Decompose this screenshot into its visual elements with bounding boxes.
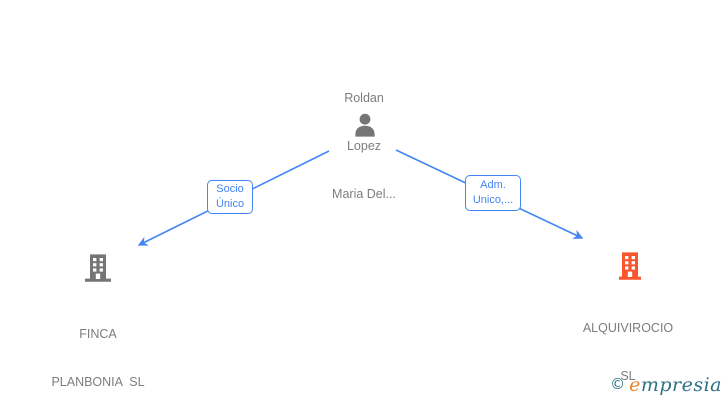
- brand-text: mpresia: [640, 374, 722, 396]
- empresia-logo[interactable]: ©empresia: [610, 374, 722, 396]
- copyright-icon: ©: [610, 375, 626, 393]
- company-name-line: SL: [620, 369, 636, 383]
- company-name-line: FINCA: [79, 327, 117, 341]
- company-name-alquivirocio[interactable]: ALQUIVIROCIO SL: [558, 288, 698, 400]
- person-name[interactable]: Roldan Lopez Maria Del...: [300, 58, 428, 234]
- building-icon[interactable]: [614, 250, 646, 287]
- edge-label-socio-unico: Socio Único: [207, 180, 253, 214]
- edge-label-adm-unico: Adm. Unico,...: [465, 175, 521, 211]
- person-name-line: Roldan: [344, 91, 384, 105]
- company-name-line: PLANBONIA SL: [51, 375, 145, 389]
- company-name-line: ALQUIVIROCIO: [582, 321, 674, 335]
- edge-label-line: Unico,...: [472, 194, 514, 206]
- person-name-line: Lopez: [346, 139, 382, 153]
- edge-label-line: Socio: [216, 183, 244, 195]
- person-name-line: Maria Del...: [332, 187, 396, 201]
- edge-label-line: Único: [215, 198, 245, 210]
- brand-initial: e: [629, 374, 641, 396]
- company-name-finca-planbonia[interactable]: FINCA PLANBONIA SL: [28, 294, 168, 400]
- building-icon[interactable]: [82, 252, 114, 289]
- edge-label-line: Adm.: [480, 179, 506, 191]
- person-icon[interactable]: [350, 111, 380, 148]
